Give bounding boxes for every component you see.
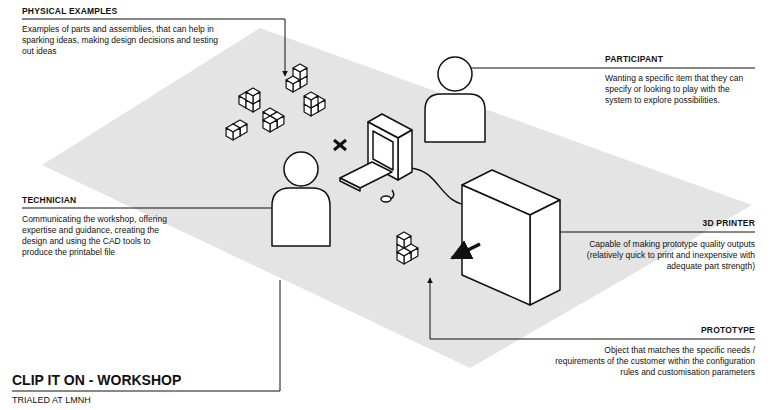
callout-heading: PROTOTYPE bbox=[600, 325, 755, 336]
leader-line bbox=[430, 278, 755, 339]
leader-line bbox=[12, 280, 280, 391]
cable bbox=[410, 168, 470, 205]
block-face bbox=[233, 128, 240, 140]
diagram-caption: TRIALED AT LMNH bbox=[12, 395, 91, 406]
block-face bbox=[293, 68, 300, 80]
block-face bbox=[397, 252, 404, 264]
output-arrow bbox=[452, 244, 480, 258]
callout-heading: TECHNICIAN bbox=[22, 195, 76, 206]
participant-body bbox=[425, 94, 485, 142]
block-face bbox=[300, 68, 307, 80]
block-face bbox=[311, 96, 318, 108]
block-face bbox=[293, 80, 300, 92]
block-face bbox=[404, 236, 411, 248]
monitor-side bbox=[398, 130, 412, 180]
mouse bbox=[381, 196, 391, 202]
callout-text: Examples of parts and assemblies, that c… bbox=[22, 24, 227, 57]
heading-rule bbox=[22, 19, 226, 20]
callout-text: Capable of making prototype quality outp… bbox=[585, 239, 755, 272]
block-face bbox=[411, 248, 418, 260]
block-face bbox=[318, 100, 325, 112]
printer-side bbox=[530, 200, 560, 305]
block-face bbox=[404, 252, 411, 264]
block-face bbox=[304, 96, 311, 108]
block-face bbox=[246, 92, 253, 104]
block-face bbox=[253, 92, 260, 104]
printer-front bbox=[462, 185, 530, 305]
keyboard-edge bbox=[340, 178, 360, 191]
diagram-title: CLIP IT ON - WORKSHOP bbox=[12, 372, 181, 388]
technician-head bbox=[284, 152, 318, 186]
block-face bbox=[277, 116, 284, 128]
block-face bbox=[240, 124, 247, 136]
participant-head bbox=[438, 57, 472, 91]
block-face bbox=[263, 120, 270, 132]
block-face bbox=[286, 80, 293, 92]
technician-body bbox=[272, 188, 330, 246]
callout-heading: 3D PRINTER bbox=[600, 218, 755, 229]
callout-text: Wanting a specific item that they can sp… bbox=[605, 73, 755, 106]
block-face bbox=[226, 128, 233, 140]
block-face bbox=[270, 120, 277, 132]
callout-heading: PHYSICAL EXAMPLES bbox=[22, 6, 117, 17]
callout-heading: PARTICIPANT bbox=[605, 54, 663, 65]
callout-text: Communicating the workshop, offering exp… bbox=[22, 214, 172, 258]
callout-text: Object that matches the specific needs /… bbox=[555, 345, 755, 378]
leader-line bbox=[22, 208, 284, 209]
block-face bbox=[239, 96, 246, 108]
leader-line bbox=[470, 68, 755, 69]
block-face bbox=[397, 236, 404, 248]
x-mark bbox=[334, 140, 346, 150]
leader-line bbox=[226, 19, 285, 76]
